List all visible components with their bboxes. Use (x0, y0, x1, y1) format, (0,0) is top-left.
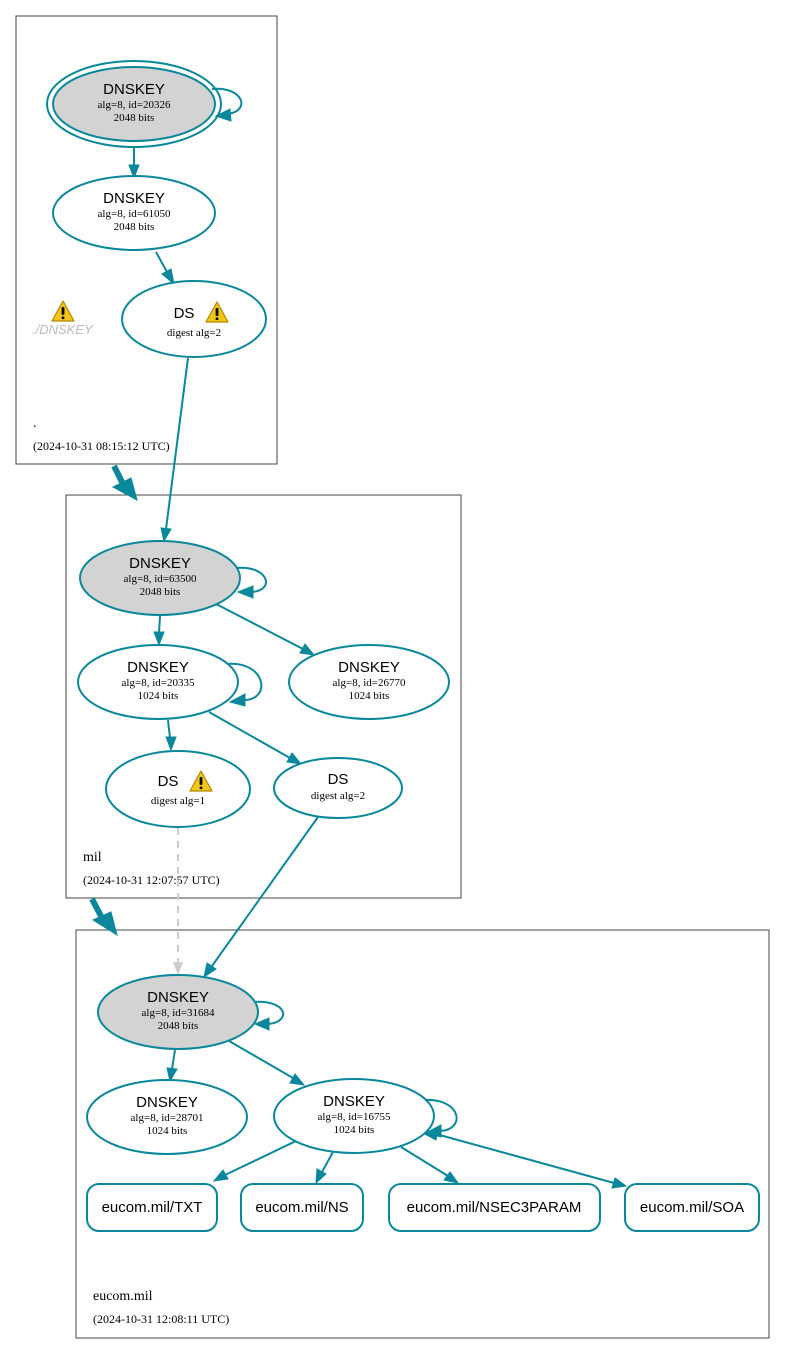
node-detail: alg=8, id=20335 (122, 677, 195, 689)
delegation-arrows (89, 464, 138, 937)
node-detail: alg=8, id=31684 (142, 1007, 215, 1019)
zone-eucom-timestamp: (2024-10-31 12:08:11 UTC) (93, 1312, 229, 1326)
node-label: eucom.mil/TXT (102, 1199, 203, 1216)
node-label: eucom.mil/NSEC3PARAM (407, 1199, 582, 1216)
node-detail: alg=8, id=63500 (124, 573, 197, 585)
zone-root-name: . (33, 416, 37, 431)
zone-eucom: eucom.mil (2024-10-31 12:08:11 UTC) (75, 929, 770, 1339)
zone-mil: mil (2024-10-31 12:07:57 UTC) (65, 494, 462, 899)
node-title: DNSKEY (323, 1093, 385, 1110)
node-title: DS (174, 305, 195, 322)
rrset-ns-node[interactable]: eucom.mil/NS (240, 1183, 364, 1232)
node-title: DNSKEY (127, 659, 189, 676)
node-detail: 1024 bits (334, 1124, 375, 1136)
node-title: DNSKEY (129, 555, 191, 572)
edges (128, 87, 628, 1189)
node-detail: digest alg=2 (311, 790, 365, 802)
node-detail: alg=8, id=16755 (318, 1111, 391, 1123)
node-detail: 1024 bits (349, 690, 390, 702)
node-detail: digest alg=2 (167, 327, 221, 339)
mil-ksk-node[interactable]: DNSKEY alg=8, id=63500 2048 bits (79, 540, 241, 616)
eucom-ksk-node[interactable]: DNSKEY alg=8, id=31684 2048 bits (97, 974, 259, 1050)
zone-root-timestamp: (2024-10-31 08:15:12 UTC) (33, 439, 170, 453)
node-title: DNSKEY (147, 989, 209, 1006)
node-detail: alg=8, id=20326 (98, 99, 171, 111)
node-detail: alg=8, id=26770 (333, 677, 406, 689)
node-detail: digest alg=1 (151, 795, 205, 807)
eucom-zsk1-node[interactable]: DNSKEY alg=8, id=28701 1024 bits (86, 1079, 248, 1155)
root-ksk-node[interactable]: DNSKEY alg=8, id=20326 2048 bits (46, 60, 222, 148)
root-ds-node[interactable]: DS digest alg=2 (121, 280, 267, 358)
root-dnskey-error-label: ./DNSKEY (32, 322, 94, 337)
zone-root: . (2024-10-31 08:15:12 UTC) ./DNSKEY (15, 15, 278, 465)
node-label: eucom.mil/NS (255, 1199, 348, 1216)
rrset-soa-node[interactable]: eucom.mil/SOA (624, 1183, 760, 1232)
node-detail: 1024 bits (147, 1125, 188, 1137)
node-detail: 2048 bits (140, 586, 181, 598)
node-detail: 1024 bits (138, 690, 179, 702)
node-detail: 2048 bits (114, 221, 155, 233)
node-title: DNSKEY (338, 659, 400, 676)
warning-triangle-icon (51, 300, 75, 322)
eucom-zsk2-node[interactable]: DNSKEY alg=8, id=16755 1024 bits (273, 1078, 435, 1154)
node-title: DNSKEY (103, 190, 165, 207)
node-title: DS (328, 771, 349, 788)
node-detail: 2048 bits (158, 1020, 199, 1032)
mil-zsk2-node[interactable]: DNSKEY alg=8, id=26770 1024 bits (288, 644, 450, 720)
node-title: DNSKEY (103, 81, 165, 98)
rrset-nsec3param-node[interactable]: eucom.mil/NSEC3PARAM (388, 1183, 601, 1232)
mil-ds1-node[interactable]: DS digest alg=1 (105, 750, 251, 828)
mil-zsk1-node[interactable]: DNSKEY alg=8, id=20335 1024 bits (77, 644, 239, 720)
mil-ds2-node[interactable]: DS digest alg=2 (273, 757, 403, 819)
root-zsk-node[interactable]: DNSKEY alg=8, id=61050 2048 bits (52, 175, 216, 251)
node-detail: alg=8, id=61050 (98, 208, 171, 220)
node-detail: 2048 bits (114, 112, 155, 124)
zone-mil-timestamp: (2024-10-31 12:07:57 UTC) (83, 873, 220, 887)
node-detail: alg=8, id=28701 (131, 1112, 204, 1124)
node-label: eucom.mil/SOA (640, 1199, 744, 1216)
node-title: DNSKEY (136, 1094, 198, 1111)
zone-eucom-name: eucom.mil (93, 1289, 153, 1304)
rrset-txt-node[interactable]: eucom.mil/TXT (86, 1183, 218, 1232)
node-title: DS (158, 773, 179, 790)
zone-mil-name: mil (83, 850, 102, 865)
